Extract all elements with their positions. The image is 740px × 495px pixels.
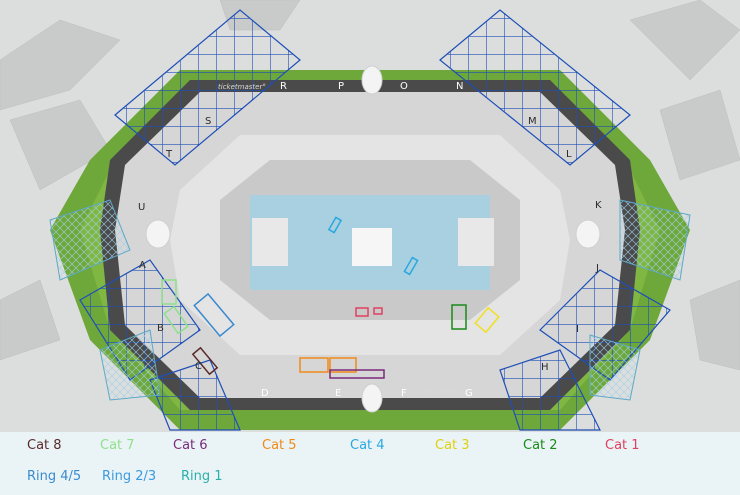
side-stage-left [252, 218, 288, 266]
section-p[interactable]: P [338, 81, 344, 92]
venue-seating-map: ticketmaster° ticketmaster° R P O N S M … [0, 0, 740, 432]
section-i[interactable]: I [576, 324, 579, 335]
section-j[interactable]: J [595, 263, 599, 274]
section-o[interactable]: O [400, 81, 408, 92]
section-a[interactable]: A [139, 260, 146, 271]
legend: Cat 8 Cat 7 Cat 6 Cat 5 Cat 4 Cat 3 Cat … [0, 432, 740, 495]
section-r[interactable]: R [280, 81, 287, 92]
legend-cat6[interactable]: Cat 6 [173, 438, 208, 453]
section-labels: R P O N S M T L U K A J B I C H D E F G [138, 81, 602, 399]
surrounding-buildings [0, 0, 740, 371]
legend-cat4[interactable]: Cat 4 [350, 438, 385, 453]
section-s[interactable]: S [205, 116, 211, 127]
legend-cat7[interactable]: Cat 7 [100, 438, 135, 453]
category-boxes [161, 216, 500, 379]
corner-pillars [145, 65, 601, 413]
glass-walkways [49, 199, 691, 401]
section-n[interactable]: N [456, 81, 463, 92]
section-k[interactable]: K [595, 200, 602, 211]
section-g[interactable]: G [465, 388, 473, 399]
branding-top: ticketmaster° [218, 83, 266, 91]
section-f[interactable]: F [401, 388, 407, 399]
section-m[interactable]: M [528, 116, 537, 127]
legend-cat1[interactable]: Cat 1 [605, 438, 640, 453]
legend-ring23[interactable]: Ring 2/3 [102, 469, 157, 484]
section-h[interactable]: H [541, 362, 549, 373]
legend-cat2[interactable]: Cat 2 [523, 438, 558, 453]
legend-ring45[interactable]: Ring 4/5 [27, 469, 82, 484]
ring-grid-structures [79, 9, 671, 431]
section-d[interactable]: D [261, 388, 269, 399]
center-stage [352, 228, 392, 266]
legend-cat3[interactable]: Cat 3 [435, 438, 470, 453]
legend-cat8[interactable]: Cat 8 [27, 438, 62, 453]
section-b[interactable]: B [157, 323, 164, 334]
section-l[interactable]: L [566, 149, 572, 160]
side-stage-right [458, 218, 494, 266]
section-c[interactable]: C [195, 361, 202, 372]
section-e[interactable]: E [335, 388, 341, 399]
legend-cat5[interactable]: Cat 5 [262, 438, 297, 453]
section-u[interactable]: U [138, 202, 145, 213]
legend-ring1[interactable]: Ring 1 [181, 469, 223, 484]
branding-bottom: ticketmaster° [412, 388, 460, 396]
section-t[interactable]: T [165, 149, 173, 160]
